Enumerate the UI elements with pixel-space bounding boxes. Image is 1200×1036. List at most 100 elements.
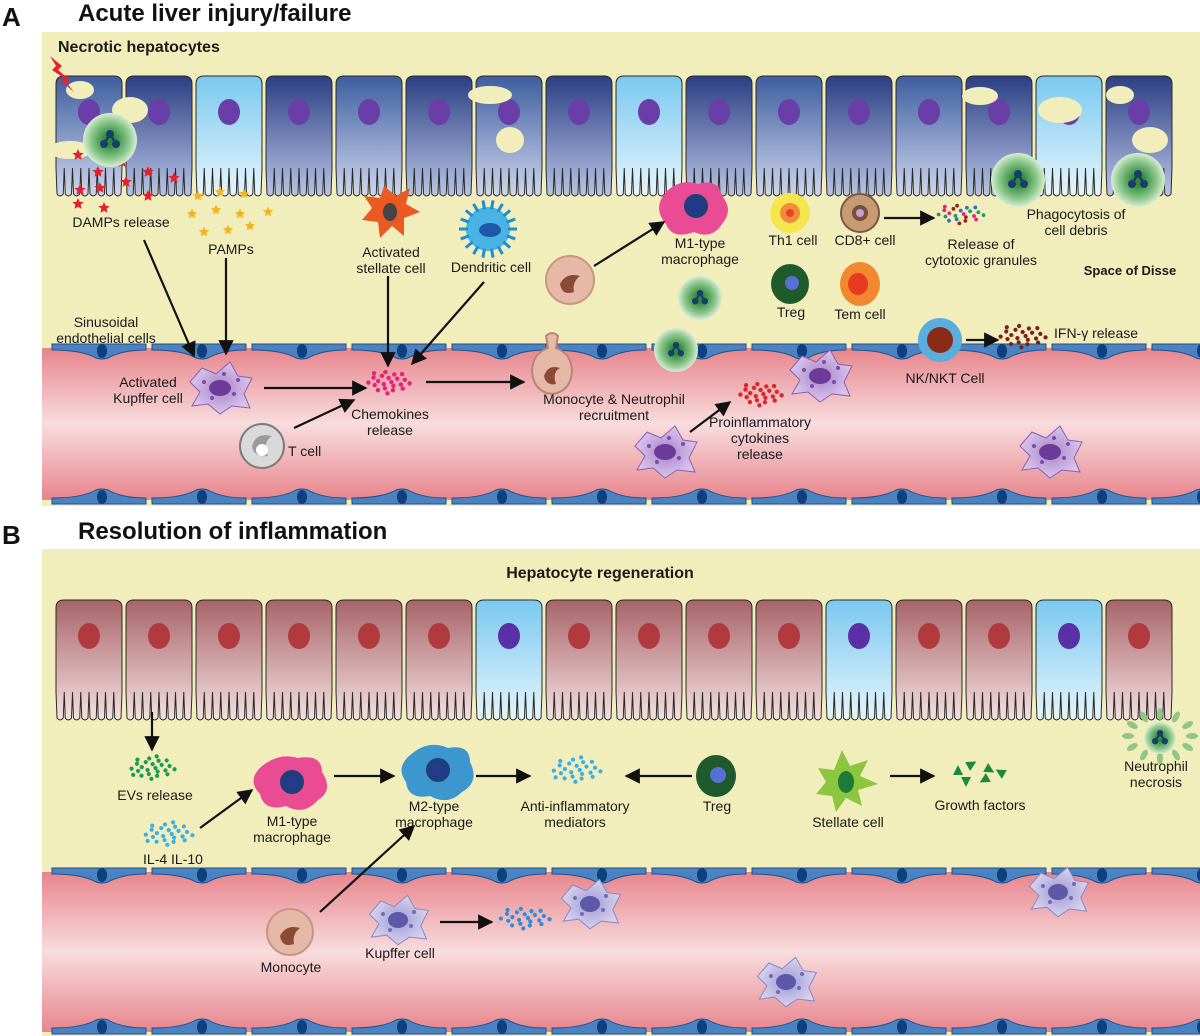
hepatocyte	[545, 599, 613, 721]
phagocyte-icon	[991, 153, 1045, 207]
damp-stars	[72, 149, 180, 213]
nucleus	[397, 1020, 407, 1034]
hepatocyte	[895, 75, 963, 197]
hepatocyte-regeneration-label: Hepatocyte regeneration	[506, 565, 694, 582]
phagocyte-icon	[678, 276, 722, 320]
star-icon	[74, 184, 86, 195]
nucleus	[1128, 623, 1150, 649]
endothelial-cell	[751, 488, 847, 505]
nucleus	[568, 99, 590, 125]
panel-a-hepatocytes	[48, 75, 1173, 197]
monocyte-icon	[545, 255, 595, 305]
nucleus	[1097, 490, 1107, 504]
hepatocyte	[1105, 599, 1173, 721]
star-icon	[192, 190, 204, 201]
endothelial-cell	[651, 488, 747, 505]
nucleus	[1097, 1020, 1107, 1034]
hepatocyte	[55, 599, 123, 721]
endothelial-cell	[951, 1018, 1047, 1035]
nucleus	[428, 99, 450, 125]
panel-b-letter: B	[2, 520, 21, 550]
nucleus	[497, 490, 507, 504]
nucleus	[988, 623, 1010, 649]
nucleus	[388, 912, 408, 928]
neutrophil-necrosis-label: Neutrophil necrosis	[1124, 758, 1188, 790]
endothelial-cell	[151, 1018, 247, 1035]
endothelial-cell	[51, 867, 147, 884]
nucleus	[197, 1020, 207, 1034]
nucleus	[708, 623, 730, 649]
nucleus	[776, 974, 796, 990]
evs-release-label: EVs release	[117, 787, 193, 803]
star-icon	[234, 208, 246, 219]
hepatocyte	[825, 599, 893, 721]
endothelial-cell	[251, 488, 347, 505]
nucleus	[1197, 1020, 1200, 1034]
nucleus	[397, 868, 407, 882]
nucleus	[997, 344, 1007, 358]
m1-macrophage-icon	[659, 182, 728, 235]
pamps-label: PAMPs	[208, 241, 254, 257]
phagocyte-icon	[654, 328, 698, 372]
panel-a-endothelium	[51, 343, 1200, 505]
nucleus	[897, 344, 907, 358]
endothelial-cell	[951, 867, 1047, 884]
nucleus	[297, 1020, 307, 1034]
hepatocyte	[195, 75, 263, 197]
nucleus	[638, 99, 660, 125]
hepatocyte	[265, 75, 333, 197]
endothelial-cell	[251, 867, 347, 884]
ifn-gamma-label: IFN-γ release	[1054, 325, 1139, 341]
t-cell-icon	[239, 423, 285, 469]
nucleus	[497, 868, 507, 882]
triangle-icon	[961, 777, 971, 787]
star-icon	[98, 202, 110, 213]
triangle-icon	[979, 773, 991, 783]
nucleus	[97, 344, 107, 358]
stellate-cell-icon	[816, 750, 878, 812]
treg-cell-icon	[771, 264, 809, 304]
activated-kupffer-label: Activated Kupffer cell	[113, 374, 183, 406]
necrotic-hole	[1106, 86, 1134, 104]
star-icon	[238, 188, 250, 199]
hepatocyte	[685, 599, 753, 721]
nucleus	[397, 344, 407, 358]
nucleus	[209, 380, 231, 396]
nucleus	[148, 99, 170, 125]
nucleus	[918, 623, 940, 649]
hepatocyte	[1035, 599, 1103, 721]
hepatocyte	[335, 599, 403, 721]
il4-il10-label: IL-4 IL-10	[143, 851, 203, 867]
nucleus	[697, 1020, 707, 1034]
phagocyte-icon	[83, 113, 137, 167]
hepatocyte	[335, 75, 403, 197]
nucleus	[197, 344, 207, 358]
stellate-cell-icon	[362, 186, 420, 238]
necrotic-hole	[1038, 97, 1082, 123]
th1-cell-label: Th1 cell	[768, 232, 818, 248]
sinusoidal-endothelial-label: Sinusoidal endothelial cells	[56, 314, 156, 346]
kupffer-cell-icon	[1028, 866, 1090, 918]
necrotic-hole	[66, 81, 94, 99]
cytotoxic-granules	[936, 203, 986, 226]
nucleus	[997, 490, 1007, 504]
nucleus	[358, 99, 380, 125]
hepatocyte	[195, 599, 263, 721]
nucleus	[498, 99, 520, 125]
nucleus	[708, 99, 730, 125]
nucleus	[218, 99, 240, 125]
nk-cell-icon	[918, 318, 962, 362]
m2-macrophage-label: M2-type macrophage	[395, 798, 473, 830]
hepatocyte	[405, 75, 473, 197]
nucleus	[654, 444, 676, 460]
nucleus	[638, 623, 660, 649]
nucleus	[1197, 344, 1200, 358]
endothelial-cell	[151, 488, 247, 505]
nucleus	[358, 623, 380, 649]
star-icon	[94, 182, 106, 193]
nucleus	[797, 490, 807, 504]
nucleus	[197, 490, 207, 504]
treg-label: Treg	[776, 304, 806, 320]
nucleus	[778, 623, 800, 649]
endothelial-cell	[251, 343, 347, 360]
